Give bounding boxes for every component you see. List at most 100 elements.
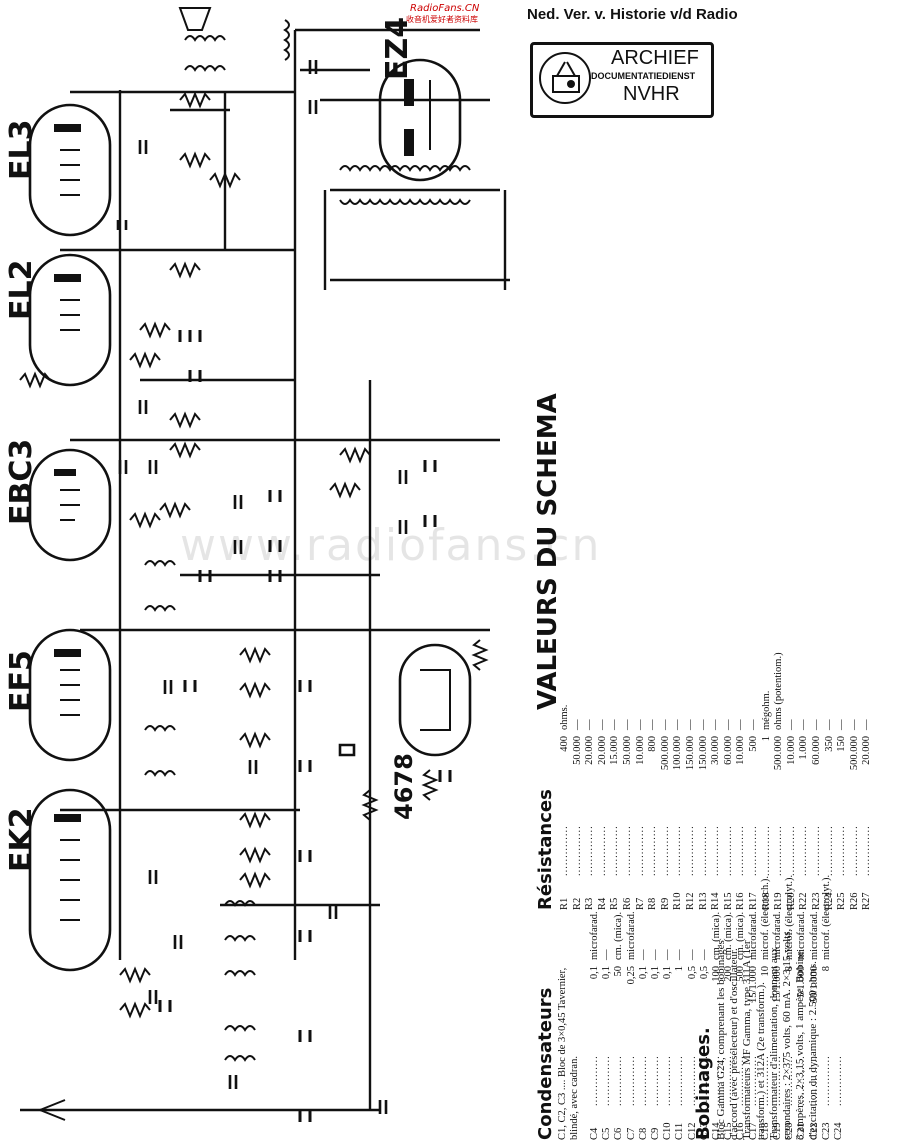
condensateur-ref: C7 (625, 1127, 637, 1140)
condensateur-row: C6..............50cm. (mica). (613, 912, 625, 1140)
condensateur-leader: .............. (625, 1055, 637, 1106)
resistance-value: 100.000 (672, 736, 684, 771)
resistance-leader: .............. (634, 825, 646, 876)
resistance-row: R12..............150.000— (685, 720, 697, 911)
resistance-ref: R9 (659, 897, 671, 910)
resistance-unit: — (584, 719, 596, 731)
resistance-row: R9..............500.000— (660, 720, 672, 911)
condensateur-row: C4..............0,1microfarad. (589, 911, 601, 1140)
tube-label-el3: EL3 (4, 119, 39, 180)
condensateur-value: 15/1.000 (772, 966, 783, 1004)
resistance-unit: — (710, 719, 722, 731)
resistance-ref: R18 (760, 892, 772, 910)
condensateur-leader: .............. (698, 1055, 710, 1106)
resistance-row: R4..............20.000— (597, 720, 609, 911)
condensateur-value: 0,1 (650, 966, 661, 980)
tube-label-ez4: EZ4 (380, 16, 415, 80)
condensateur-ref: C14 (711, 1122, 722, 1140)
resistance-ref: R14 (710, 892, 722, 910)
condensateur-value: 200 (723, 966, 735, 982)
archive-stamp: ARCHIEF DOCUMENTATIEDIENST NVHR (530, 42, 714, 118)
condensateur-value: 5/1.000 (796, 966, 808, 998)
resistance-ref: R5 (609, 897, 621, 910)
resistance-unit: ohms (potentiom.) (773, 652, 785, 730)
resistance-row: R8..............800— (647, 720, 659, 911)
resistance-ref: R6 (622, 897, 633, 910)
condensateur-ref: C5 (601, 1127, 613, 1140)
resistance-value: 10.000 (634, 736, 646, 765)
resistance-leader: .............. (836, 825, 848, 876)
resistance-leader: .............. (672, 825, 684, 876)
radio-logo-icon (539, 52, 591, 104)
resistance-row: R1..............400ohms. (559, 705, 571, 910)
resistance-value: 500.000 (773, 736, 785, 771)
condensateur-ref: C21 (796, 1122, 808, 1140)
resistance-value: 500 (748, 736, 759, 752)
values-panel: VALEURS DU SCHEMA Bobinages. Bloc Gamma … (533, 135, 903, 1140)
condensateur-leader: .............. (759, 1055, 771, 1106)
resistance-row: R15..............60.000— (723, 720, 735, 911)
resistance-unit: — (685, 719, 696, 731)
resistance-ref: R12 (685, 892, 696, 910)
condensateur-unit: — (650, 949, 661, 961)
condensateur-leader: .............. (735, 1055, 747, 1106)
resistance-leader: .............. (571, 825, 583, 876)
tube-ebc3-envelope (28, 448, 112, 562)
resistance-ref: R20 (785, 892, 797, 910)
condensateur-row: C22..............50/1.000microfarad. (809, 911, 821, 1140)
resistance-leader: .............. (773, 825, 785, 876)
resistance-row: R16..............10.000— (735, 720, 747, 911)
stamp-archief: ARCHIEF (611, 47, 699, 69)
tube-el2-envelope (28, 253, 112, 387)
tube-label-ef5: EF5 (4, 650, 39, 712)
condensateur-row: C23..............8microf. (électrolyt.). (821, 875, 833, 1140)
tube-el3-envelope (28, 103, 112, 237)
circuit-schematic (19, 7, 510, 1122)
condensateur-value: 500 (735, 966, 747, 982)
condensateur-row: C15..............200cm. (mica). (723, 912, 735, 1140)
condensateur-unit: — (698, 949, 710, 961)
resistance-leader: .............. (798, 825, 810, 876)
condensateur-value: 0,1 (662, 966, 674, 980)
resistance-row: R13..............150.000— (698, 720, 710, 911)
resistance-leader: .............. (823, 825, 835, 876)
resistance-leader: .............. (785, 825, 797, 876)
resistance-value: 150.000 (685, 736, 696, 771)
resistance-unit: — (848, 719, 860, 731)
resistance-ref: R15 (722, 892, 734, 910)
resistance-unit: — (609, 719, 621, 731)
stamp-nvhr: NVHR (623, 83, 680, 105)
condensateur-row: C21..............5/1.000microfarad. (796, 911, 808, 1140)
watermark: www.radiofans.cn (180, 520, 602, 571)
resistance-row: R17..............500— (748, 720, 760, 911)
condensateur-leader: .............. (674, 1055, 686, 1106)
condensateur-unit: — (637, 949, 649, 961)
condensateur-ref: C24 (833, 1122, 844, 1140)
resistance-value: 20.000 (584, 736, 596, 765)
tube-label-ek2: EK2 (4, 807, 39, 872)
condensateur-ref: C16 (735, 1122, 747, 1140)
resistance-value: 1.000 (798, 736, 810, 760)
resistance-ref: R3 (584, 897, 596, 910)
resistance-row: R24..............350— (824, 720, 836, 911)
condensateur-ref: C10 (662, 1122, 674, 1140)
resistance-value: 1 (760, 736, 772, 742)
condensateur-leader: .............. (808, 1055, 820, 1106)
resistance-row: R14..............30.000— (710, 720, 722, 911)
resistance-ref: R17 (748, 892, 759, 910)
condensateur-value: 0,1 (589, 966, 600, 980)
resistance-leader: .............. (559, 825, 570, 876)
resistance-ref: R10 (672, 892, 684, 910)
resistance-row: R10..............100.000— (672, 720, 684, 911)
condensateur-unit: — (686, 949, 698, 961)
condensateur-value: 1 (674, 966, 686, 972)
resistance-row: R23..............60.000— (811, 720, 823, 911)
condensateur-unit: microfarad. (808, 911, 820, 960)
condensateur-unit: cm. (mica). (613, 911, 625, 960)
condensateur-unit: microfarad. (772, 911, 783, 960)
condensateur-row: C18..............10microf. (électroch.). (760, 876, 772, 1140)
condensateur-ref: C15 (723, 1122, 735, 1140)
condensateur-row: C10..............0,1— (662, 950, 674, 1141)
condensateur-unit: cm. (mica). (735, 911, 747, 960)
resistance-row: R18..............1mégohm. (761, 691, 773, 910)
